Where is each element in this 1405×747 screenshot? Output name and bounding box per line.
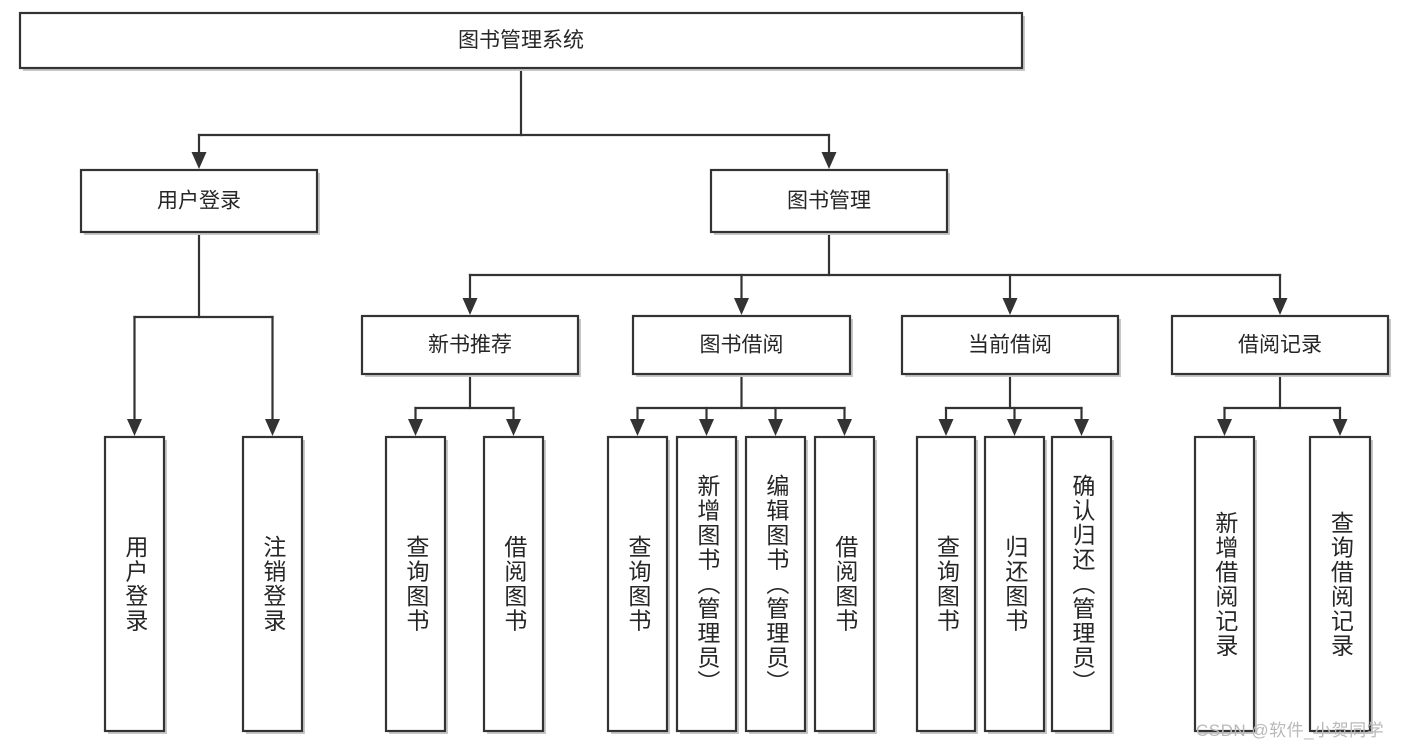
node-borrow-query-book[interactable] (606, 435, 669, 733)
edge-arrowhead (127, 419, 142, 436)
node-recommend-borrow-book[interactable] (482, 435, 545, 733)
edge-arrowhead (837, 419, 852, 436)
node-label-borrow-record: 借阅记录 (1238, 334, 1322, 357)
edge-arrowhead (408, 419, 423, 436)
edge-arrowhead (462, 298, 478, 315)
edge-arrowhead (1007, 419, 1022, 436)
node-record-query[interactable] (1308, 435, 1372, 733)
node-label-book-borrow: 图书借阅 (700, 334, 784, 357)
edge-arrowhead (699, 419, 714, 436)
node-label-book-management: 图书管理 (787, 190, 871, 213)
node-label-root: 图书管理系统 (458, 29, 584, 52)
edge-arrowhead (1332, 419, 1348, 436)
node-record-add[interactable] (1193, 435, 1256, 733)
node-new-book-recommend[interactable] (360, 314, 580, 376)
node-borrow-add-book[interactable] (675, 435, 738, 733)
edge-arrowhead (734, 298, 749, 315)
node-root[interactable] (18, 11, 1024, 70)
node-user-login[interactable] (79, 168, 319, 234)
node-borrow-edit-book[interactable] (744, 435, 807, 733)
edge-arrowhead (265, 419, 280, 436)
node-user-login-leaf[interactable] (103, 435, 166, 733)
edge-arrowhead (630, 419, 645, 436)
node-label-current-borrow: 当前借阅 (968, 334, 1052, 357)
edge-arrowhead (938, 419, 954, 436)
node-book-management[interactable] (709, 168, 949, 234)
node-current-return-book[interactable] (983, 435, 1046, 733)
edge-arrowhead (1074, 419, 1089, 436)
csdn-watermark: CSDN @软件_小贺同学 (1196, 721, 1385, 740)
node-user-logout-leaf[interactable] (241, 435, 304, 733)
node-book-borrow[interactable] (631, 314, 852, 376)
node-recommend-query-book[interactable] (384, 435, 447, 733)
edge-arrowhead (768, 419, 783, 436)
edge-arrowhead (506, 419, 521, 436)
node-label-new-book-recommend: 新书推荐 (428, 334, 512, 357)
edge-arrowhead (1272, 298, 1288, 315)
node-borrow-borrow-book[interactable] (813, 435, 876, 733)
node-current-confirm-return[interactable] (1050, 435, 1113, 733)
node-current-borrow[interactable] (900, 314, 1120, 376)
node-current-query-book[interactable] (915, 435, 977, 733)
edge-arrowhead (191, 152, 207, 169)
edge-arrowhead (821, 152, 837, 169)
node-label-user-login: 用户登录 (157, 190, 241, 213)
edge-arrowhead (1217, 419, 1232, 436)
edge-arrowhead (1002, 298, 1018, 315)
edges-layer (127, 66, 1348, 436)
node-borrow-record[interactable] (1170, 314, 1390, 376)
